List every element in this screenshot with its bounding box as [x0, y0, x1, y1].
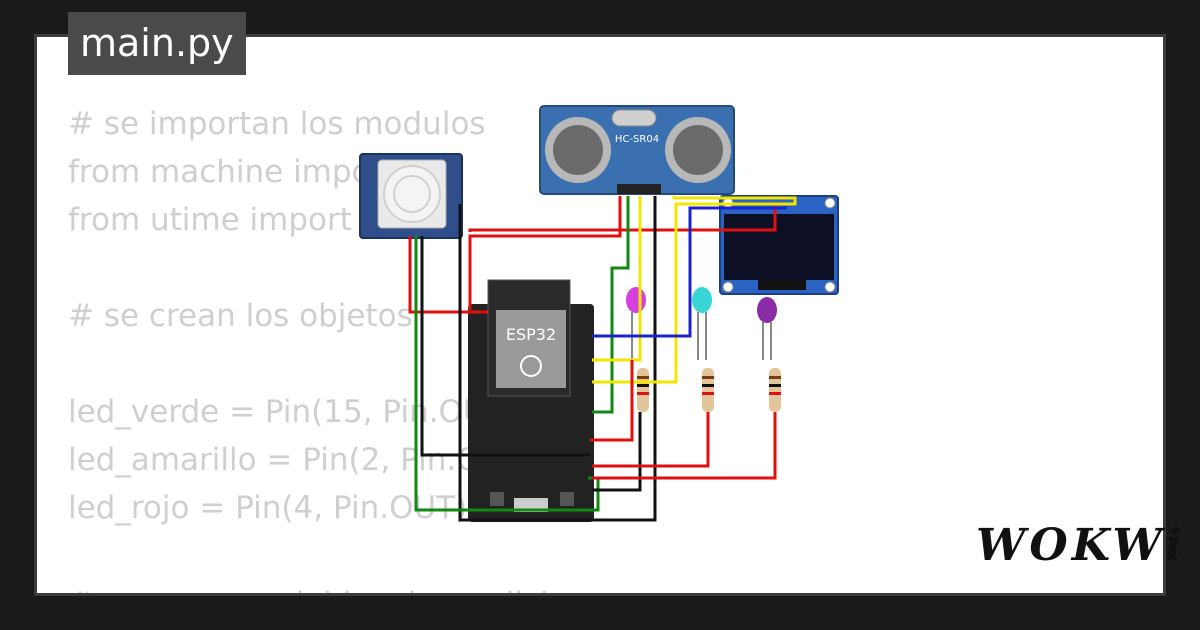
oled-display[interactable] — [719, 195, 839, 295]
code-line: # se crean los objetos — [68, 298, 413, 334]
code-line: led_rojo = Pin(4, Pin.OUT) — [68, 490, 468, 526]
mcu-label: ESP32 — [506, 325, 556, 344]
magenta-led[interactable] — [626, 287, 646, 360]
wokwi-logo: WOKWi — [976, 520, 1186, 571]
ultrasonic-label: HC-SR04 — [615, 134, 659, 145]
resistor[interactable] — [769, 368, 781, 412]
pir-sensor[interactable] — [359, 153, 463, 239]
file-tab[interactable]: main.py — [68, 12, 246, 75]
esp32-board[interactable]: ESP32 — [468, 279, 594, 522]
code-line: # se importan los modulos — [68, 106, 486, 142]
purple-led[interactable] — [757, 297, 777, 360]
cyan-led[interactable] — [692, 287, 712, 360]
wires — [408, 196, 797, 522]
resistor[interactable] — [702, 368, 714, 412]
resistor[interactable] — [637, 368, 649, 412]
frame-border-bottom — [34, 593, 1166, 596]
frame-bottom — [0, 593, 1200, 630]
ultrasonic-sensor[interactable]: HC-SR04 — [539, 105, 735, 195]
